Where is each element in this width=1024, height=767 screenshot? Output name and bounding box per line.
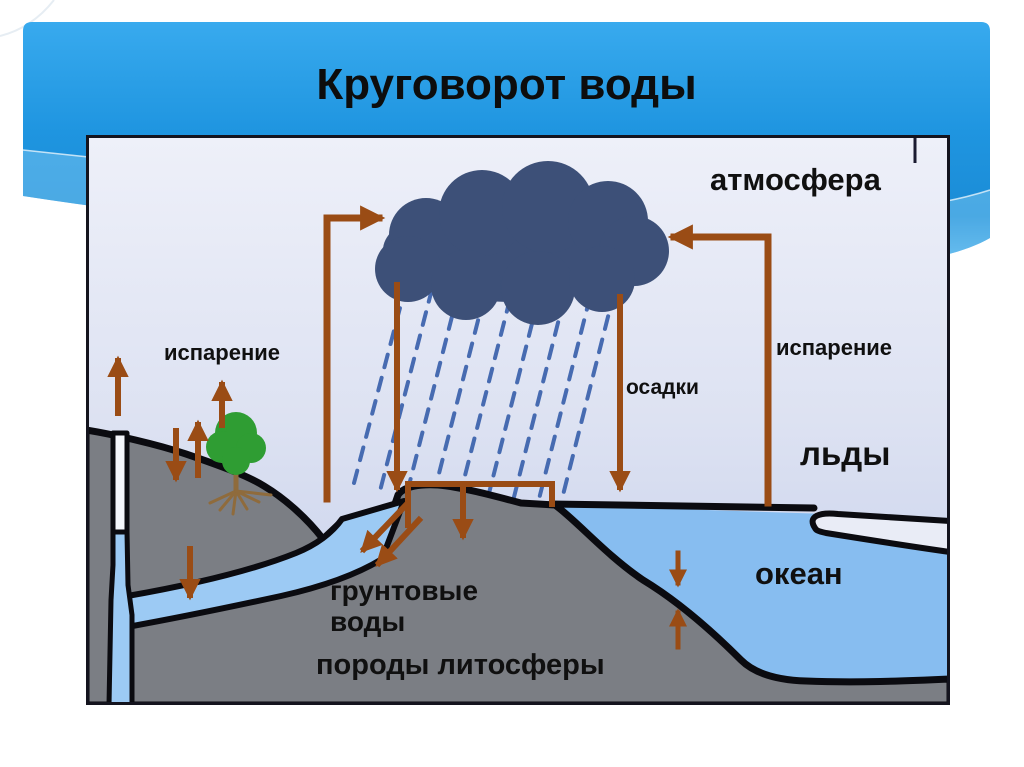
ocean-water	[555, 505, 950, 682]
runoff-arrow-1	[359, 500, 411, 554]
runoff-arrow-2	[374, 515, 424, 568]
water-cycle-scene	[86, 135, 950, 705]
crack-lower-water	[106, 529, 135, 705]
rain-cloud-icon	[375, 161, 669, 325]
label-precipitation: осадки	[626, 376, 699, 399]
ocean-surface-line	[547, 500, 818, 512]
page-title: Круговорот воды	[316, 60, 697, 109]
label-atmosphere: атмосфера	[710, 162, 881, 197]
rain-dashes-icon	[352, 283, 616, 507]
label-evaporation-right: испарение	[776, 335, 893, 360]
diagram-border	[86, 135, 950, 705]
label-ice: льды	[800, 435, 891, 472]
label-evaporation-left: испарение	[164, 340, 281, 365]
water-cycle-diagram: атмосфера испарение испарение осадки льд…	[86, 135, 950, 705]
tree-icon	[206, 412, 273, 516]
label-groundwater: грунтовые воды	[330, 575, 479, 638]
label-lithosphere: породы литосферы	[316, 649, 605, 681]
crack-upper	[110, 430, 130, 535]
evaporation-loop-left-arrow	[323, 205, 386, 503]
ice-tongue	[809, 510, 950, 555]
label-ocean: океан	[755, 556, 843, 591]
evaporation-loop-right-arrow	[667, 224, 772, 507]
